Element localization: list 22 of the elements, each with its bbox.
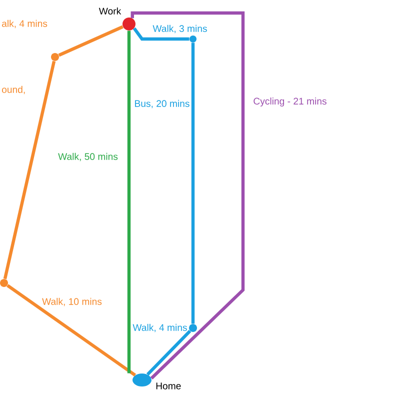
edge-label: Walk, 3 mins — [152, 24, 207, 34]
route-line — [6, 284, 136, 376]
place-name: Work — [98, 7, 122, 15]
route-label: ound, — [2, 86, 25, 94]
edge-label: Walk, 50 mins — [58, 152, 118, 162]
edge-label: Bus, 20 mins — [135, 100, 190, 108]
edge-label: Walk, 4 mins — [132, 324, 187, 332]
route-line — [146, 330, 192, 376]
route-stop-dot — [190, 36, 196, 42]
route-line — [191, 42, 195, 324]
route-line — [3, 60, 56, 280]
edge-label: alk, 4 mins — [2, 20, 48, 28]
place-name: Home — [156, 382, 181, 390]
route-line — [58, 25, 124, 57]
route-stop-dot — [0, 279, 8, 287]
route-line — [132, 27, 190, 41]
route-line — [127, 30, 131, 374]
edge-label: Cycling - 21 mins — [254, 98, 326, 106]
route-stop-dot — [51, 53, 59, 61]
edge-label: Walk, 10 mins — [42, 298, 102, 306]
route-stop-dot — [189, 324, 197, 332]
route-line — [130, 11, 245, 380]
